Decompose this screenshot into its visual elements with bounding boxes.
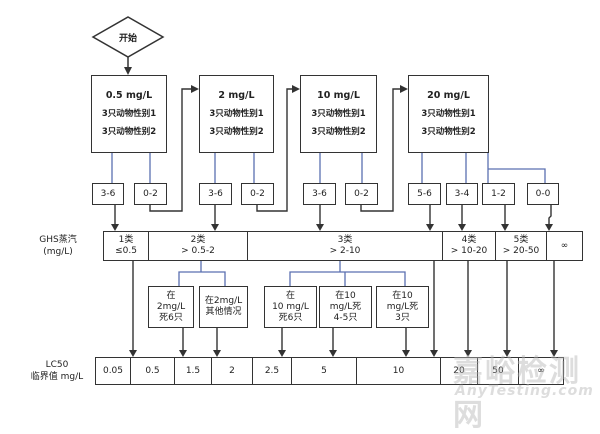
lc50-cell: ∞ xyxy=(518,357,564,385)
condition-line: 死6只 xyxy=(159,312,183,323)
result-box: 3-6 xyxy=(199,183,232,205)
ghs-cell-1: 1类 ≤0.5 xyxy=(103,231,149,261)
ghs-range: > 20-50 xyxy=(502,246,540,256)
ghs-arrowheads xyxy=(111,224,553,231)
condition-line: 在10 xyxy=(392,290,413,301)
condition-line: mg/L死 xyxy=(329,301,362,312)
dose-concentration: 2 mg/L xyxy=(218,89,255,101)
dose-box-20: 20 mg/L 3只动物性别1 3只动物性别2 xyxy=(408,75,489,153)
result-box: 3-6 xyxy=(303,183,336,205)
lc50-cell: 0.5 xyxy=(130,357,175,385)
arrowhead xyxy=(124,67,132,75)
lc50-row-label: LC50 临界值 mg/L xyxy=(22,359,92,383)
condition-line: 2mg/L xyxy=(156,301,186,312)
condition-box-10mg-dead4-5: 在10 mg/L死 4-5只 xyxy=(319,286,372,328)
result-to-ghs-arrows xyxy=(114,205,552,224)
lc50-cell: 20 xyxy=(440,357,478,385)
ghs-cell-5: 5类 > 20-50 xyxy=(495,231,547,261)
lc50-label-line1: LC50 xyxy=(45,360,69,370)
lc50-cell: 1.5 xyxy=(174,357,212,385)
condition-box-10mg-dead3: 在10 mg/L死 3只 xyxy=(376,286,429,328)
dose-line-2: 3只动物性别2 xyxy=(421,127,476,138)
ghs-category: 5类 xyxy=(513,235,529,245)
dose-concentration: 20 mg/L xyxy=(427,89,470,101)
to-lc50-arrows xyxy=(132,260,555,350)
dose-line-1: 3只动物性别1 xyxy=(209,108,264,119)
ghs-range: > 0.5-2 xyxy=(181,246,215,256)
connector-layer xyxy=(91,16,558,357)
result-box: 5-6 xyxy=(408,183,441,205)
ghs-category: 1类 xyxy=(118,235,134,245)
lc50-label-line2: 临界值 mg/L xyxy=(30,372,84,382)
result-box: 0-2 xyxy=(134,183,167,205)
lc50-arrowheads xyxy=(129,350,558,357)
ghs-cell-2: 2类 > 0.5-2 xyxy=(148,231,248,261)
condition-line: 在2mg/L xyxy=(204,296,243,306)
dose-box-0.5: 0.5 mg/L 3只动物性别1 3只动物性别2 xyxy=(91,75,167,153)
condition-line: 死6只 xyxy=(278,312,303,323)
dose-line-2: 3只动物性别2 xyxy=(311,127,366,138)
blue-connectors xyxy=(111,152,546,286)
dose-line-1: 3只动物性别1 xyxy=(101,108,157,119)
ghs-range: > 2-10 xyxy=(329,246,361,256)
dose-line-2: 3只动物性别2 xyxy=(101,127,157,138)
condition-box-2mg-dead6: 在 2mg/L 死6只 xyxy=(148,286,194,328)
ghs-label-line2: (mg/L) xyxy=(43,247,73,257)
result-box: 0-0 xyxy=(527,183,559,205)
ghs-range: ≤0.5 xyxy=(115,246,137,256)
lc50-cell: 2 xyxy=(211,357,253,385)
ghs-label-line1: GHS蒸汽 xyxy=(39,235,77,245)
result-box: 0-2 xyxy=(345,183,378,205)
condition-box-2mg-other: 在2mg/L 其他情况 xyxy=(199,286,248,328)
ghs-cell-4: 4类 > 10-20 xyxy=(442,231,496,261)
dose-box-2: 2 mg/L 3只动物性别1 3只动物性别2 xyxy=(199,75,274,153)
condition-line: 4-5只 xyxy=(333,312,358,323)
ghs-row-label: GHS蒸汽 (mg/L) xyxy=(26,234,90,258)
dose-line-1: 3只动物性别1 xyxy=(311,108,366,119)
loop-arrowheads xyxy=(191,85,408,93)
condition-line: 其他情况 xyxy=(205,307,242,317)
lc50-cell: 50 xyxy=(477,357,519,385)
result-box: 1-2 xyxy=(482,183,515,205)
start-diamond xyxy=(91,16,165,58)
dose-concentration: 0.5 mg/L xyxy=(105,89,153,101)
condition-box-10mg-dead6: 在 10 mg/L 死6只 xyxy=(264,286,317,328)
dose-concentration: 10 mg/L xyxy=(317,89,360,101)
condition-line: 在10 xyxy=(335,290,356,301)
result-box: 3-6 xyxy=(92,183,124,205)
dose-line-2: 3只动物性别2 xyxy=(209,127,264,138)
loop-arrows xyxy=(149,88,402,212)
ghs-range: ∞ xyxy=(560,240,569,251)
condition-line: 在 xyxy=(285,290,295,301)
lc50-cell: 0.05 xyxy=(95,357,131,385)
dose-box-10: 10 mg/L 3只动物性别1 3只动物性别2 xyxy=(300,75,377,153)
ghs-cell-3: 3类 > 2-10 xyxy=(247,231,443,261)
lc50-cell: 5 xyxy=(291,357,357,385)
ghs-cell-infinity: ∞ xyxy=(546,231,583,261)
condition-line: 在 xyxy=(166,290,176,301)
ghs-category: 4类 xyxy=(461,235,477,245)
ghs-category: 2类 xyxy=(190,235,206,245)
result-box: 3-4 xyxy=(446,183,478,205)
lc50-cell: 10 xyxy=(356,357,441,385)
lc50-cell: 2.5 xyxy=(252,357,292,385)
dose-line-1: 3只动物性别1 xyxy=(421,108,476,119)
start-label: 开始 xyxy=(118,34,137,44)
condition-line: mg/L死 xyxy=(386,301,419,312)
ghs-range: > 10-20 xyxy=(450,246,488,256)
condition-line: 10 mg/L xyxy=(272,301,309,312)
condition-line: 3只 xyxy=(395,312,410,323)
ghs-category: 3类 xyxy=(337,235,353,245)
result-box: 0-2 xyxy=(241,183,274,205)
